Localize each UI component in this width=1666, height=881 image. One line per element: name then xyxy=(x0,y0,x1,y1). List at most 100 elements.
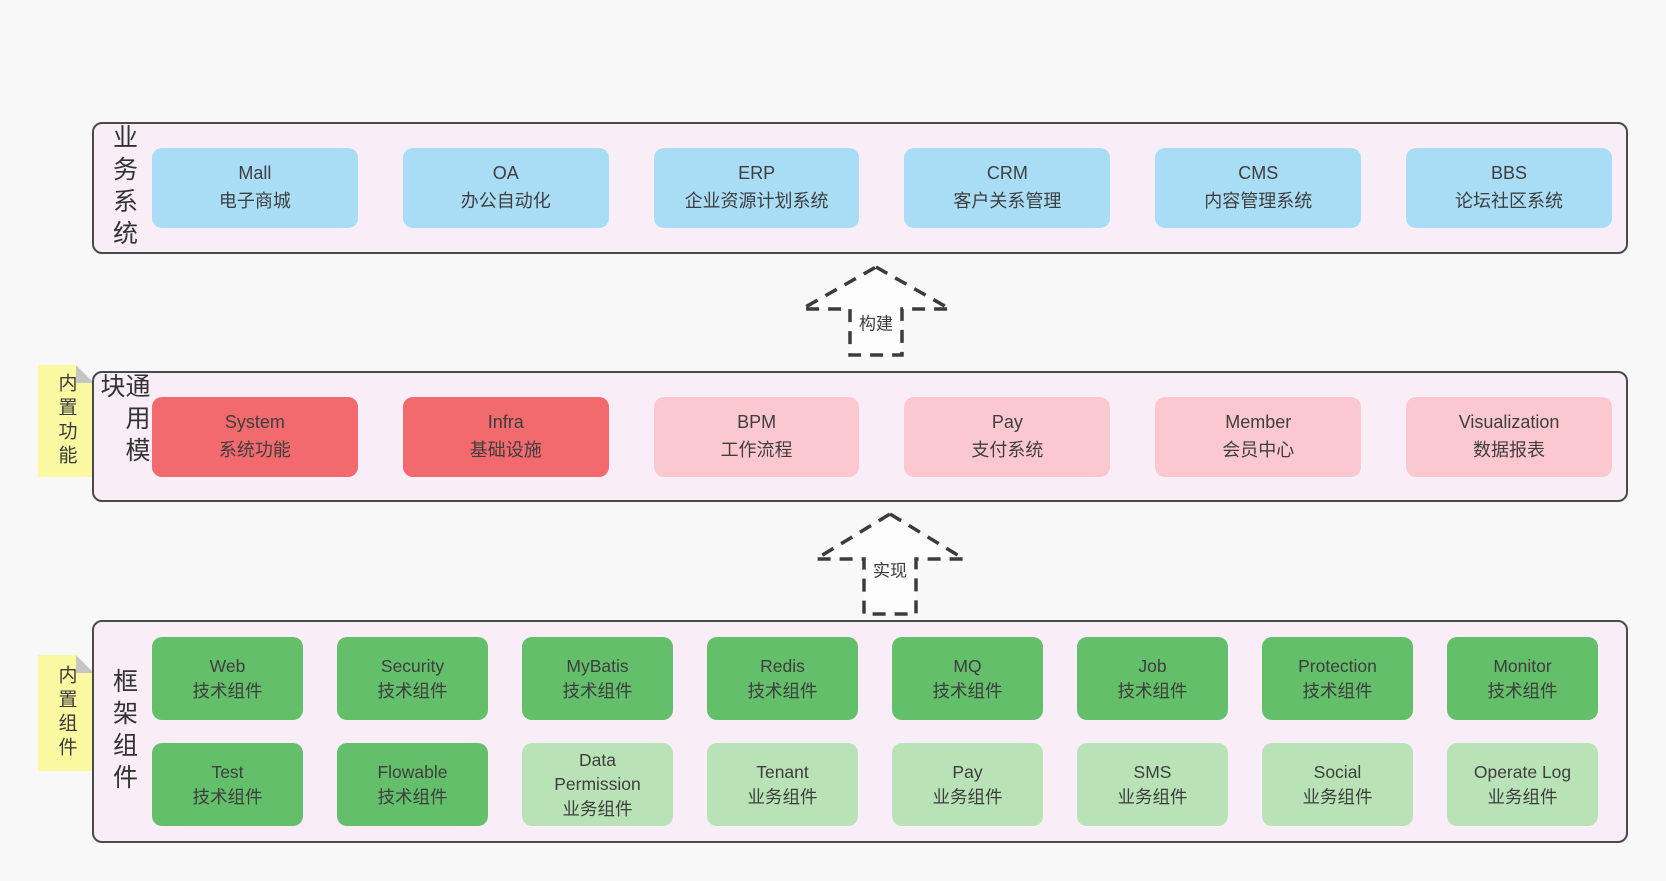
system-box-mall: Mall 电子商城 xyxy=(152,148,358,228)
component-box-mybatis: MyBatis 技术组件 xyxy=(522,637,673,720)
box-name: BBS xyxy=(1491,163,1528,184)
arrow-implement: 实现 xyxy=(812,511,968,617)
box-desc: 系统功能 xyxy=(218,439,291,460)
box-name: MQ xyxy=(953,656,982,676)
box-desc: 业务组件 xyxy=(1487,786,1558,807)
box-name: Test xyxy=(211,762,244,782)
component-box-security: Security 技术组件 xyxy=(337,637,488,720)
box-desc: 技术组件 xyxy=(192,680,263,701)
module-box-visualization: Visualization 数据报表 xyxy=(1406,396,1612,477)
box-name: Infra xyxy=(487,411,524,432)
box-desc: 客户关系管理 xyxy=(953,191,1062,211)
system-box-bbs: BBS 论坛社区系统 xyxy=(1406,148,1612,228)
layer-label-wrap: 业务系统 xyxy=(94,124,152,252)
box-name: Web xyxy=(209,656,246,676)
box-name: Redis xyxy=(760,656,805,676)
box-desc: 办公自动化 xyxy=(460,191,551,211)
box-name: BPM xyxy=(737,411,777,432)
box-name: Tenant xyxy=(756,762,809,782)
box-name: Pay xyxy=(952,762,983,782)
arrow-implement-label: 实现 xyxy=(870,555,910,583)
box-desc: 技术组件 xyxy=(747,680,818,701)
component-box-job: Job 技术组件 xyxy=(1077,637,1228,720)
box-name: System xyxy=(224,411,285,432)
module-box-member: Member 会员中心 xyxy=(1155,396,1362,477)
box-desc: 技术组件 xyxy=(377,680,448,701)
box-desc: 技术组件 xyxy=(1302,680,1373,701)
system-box-crm: CRM 客户关系管理 xyxy=(904,148,1111,228)
box-desc: 技术组件 xyxy=(1487,680,1558,701)
layer-label: 框架组件 xyxy=(109,667,138,796)
sticky-note-built-in-components: 内置组件 xyxy=(38,655,94,771)
component-box-social: Social 业务组件 xyxy=(1262,743,1413,826)
box-desc: 支付系统 xyxy=(971,439,1044,460)
box-desc: 会员中心 xyxy=(1222,439,1295,460)
component-box-operate-log: Operate Log 业务组件 xyxy=(1447,743,1598,826)
component-box-data-permission: Data Permission 业务组件 xyxy=(522,743,673,826)
component-box-test: Test 技术组件 xyxy=(152,743,303,826)
box-desc: 工作流程 xyxy=(720,439,793,460)
box-desc: 内容管理系统 xyxy=(1204,191,1313,211)
box-desc: 论坛社区系统 xyxy=(1455,191,1564,211)
box-desc: 业务组件 xyxy=(747,786,818,807)
component-box-flowable: Flowable 技术组件 xyxy=(337,743,488,826)
box-name: CMS xyxy=(1238,163,1279,184)
component-box-mq: MQ 技术组件 xyxy=(892,637,1043,720)
box-name: Social xyxy=(1313,762,1362,782)
box-desc: 企业资源计划系统 xyxy=(684,191,829,211)
business-systems-row: Mall 电子商城 OA 办公自动化 ERP 企业资源计划系统 CRM 客户关系… xyxy=(152,148,1626,228)
system-box-erp: ERP 企业资源计划系统 xyxy=(653,148,860,228)
box-name: OA xyxy=(492,163,519,184)
layer-business-systems: 业务系统 Mall 电子商城 OA 办公自动化 ERP 企业资源计划系统 CRM xyxy=(92,122,1628,254)
layer-label-wrap: 通用模块 xyxy=(94,373,152,500)
module-box-pay: Pay 支付系统 xyxy=(904,396,1111,477)
sticky-note-label: 内置功能 xyxy=(55,373,77,469)
box-name: SMS xyxy=(1133,762,1172,782)
box-desc: 业务组件 xyxy=(1302,786,1373,807)
box-desc: 电子商城 xyxy=(218,191,291,211)
component-box-web: Web 技术组件 xyxy=(152,637,303,720)
layer-label: 通用模块 xyxy=(97,373,150,469)
box-desc: 技术组件 xyxy=(932,680,1003,701)
component-box-protection: Protection 技术组件 xyxy=(1262,637,1413,720)
component-box-monitor: Monitor 技术组件 xyxy=(1447,637,1598,720)
box-name: Security xyxy=(380,656,445,676)
sticky-note-label: 内置组件 xyxy=(55,665,77,761)
box-name: Visualization xyxy=(1458,411,1560,432)
box-name: Monitor xyxy=(1493,656,1552,676)
box-name: Operate Log xyxy=(1473,762,1572,782)
box-desc: 业务组件 xyxy=(1117,786,1188,807)
box-name: CRM xyxy=(986,163,1028,184)
framework-components-row-1: Web 技术组件 Security 技术组件 MyBatis 技术组件 Redi… xyxy=(152,637,1626,720)
box-desc: 技术组件 xyxy=(192,786,263,807)
layer-label-wrap: 框架组件 xyxy=(94,622,152,841)
box-name: Flowable xyxy=(377,762,448,782)
layer-framework-components: 框架组件 Web 技术组件 Security 技术组件 MyBatis 技术组件… xyxy=(92,620,1628,843)
layer-common-modules: 通用模块 System 系统功能 Infra 基础设施 BPM 工作流程 Pay xyxy=(92,371,1628,502)
box-name: MyBatis xyxy=(566,656,629,676)
module-box-infra: Infra 基础设施 xyxy=(402,396,609,477)
box-name: Member xyxy=(1225,411,1292,432)
arrow-build: 构建 xyxy=(798,264,954,358)
module-box-bpm: BPM 工作流程 xyxy=(653,396,860,477)
box-desc: 数据报表 xyxy=(1473,439,1546,460)
box-desc: 技术组件 xyxy=(377,786,448,807)
layer-label: 业务系统 xyxy=(109,124,138,252)
framework-components-row-2: Test 技术组件 Flowable 技术组件 Data Permission … xyxy=(152,743,1626,826)
box-name: Job xyxy=(1138,656,1167,676)
box-desc: 技术组件 xyxy=(1117,680,1188,701)
system-box-cms: CMS 内容管理系统 xyxy=(1155,148,1362,228)
box-desc: 业务组件 xyxy=(562,798,633,819)
component-box-pay: Pay 业务组件 xyxy=(892,743,1043,826)
module-box-system: System 系统功能 xyxy=(152,396,358,477)
box-name: Mall xyxy=(238,163,272,184)
component-box-redis: Redis 技术组件 xyxy=(707,637,858,720)
box-name: ERP xyxy=(738,163,776,184)
system-box-oa: OA 办公自动化 xyxy=(402,148,609,228)
component-box-tenant: Tenant 业务组件 xyxy=(707,743,858,826)
box-desc: 业务组件 xyxy=(932,786,1003,807)
box-name: Data Permission xyxy=(554,749,641,795)
component-box-sms: SMS 业务组件 xyxy=(1077,743,1228,826)
box-name: Pay xyxy=(991,411,1023,432)
